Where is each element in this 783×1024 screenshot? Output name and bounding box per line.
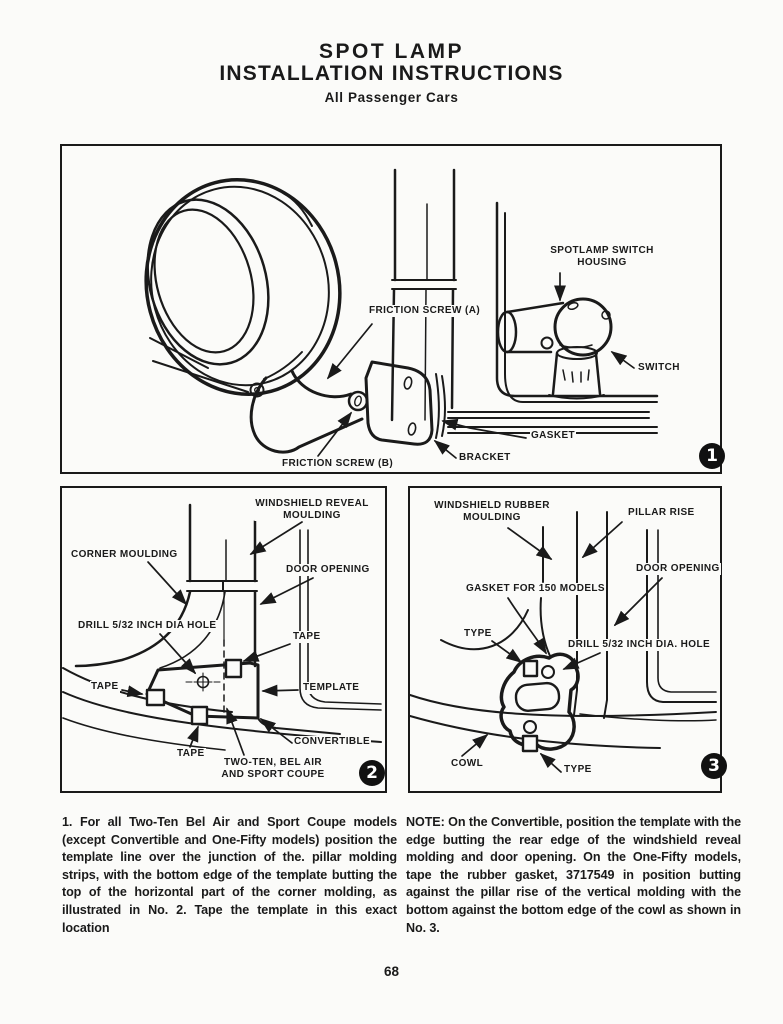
figure-callout-label: BRACKET [458,452,512,464]
instruction-paragraph-right: NOTE: On the Convertible, position the t… [406,815,741,935]
figure-callout-label: DOOR OPENING [635,563,721,575]
figure-2-frame [60,486,387,793]
figure-3-frame [408,486,722,793]
figure-callout-label: CONVERTIBLE [293,736,372,748]
figure-3-badge: 3 [701,753,727,779]
figure-callout-label: DOOR OPENING [285,564,371,576]
figure-callout-label: SWITCH [637,362,681,374]
page-title-line2: INSTALLATION INSTRUCTIONS [219,62,564,85]
figure-1-badge: 1 [699,443,725,469]
page-number: 68 [383,964,400,979]
figure-callout-label: GASKET FOR 150 MODELS [465,583,606,595]
figure-callout-label: TYPE [463,628,493,640]
figure-callout-label: DRILL 5/32 INCH DIA. HOLE [567,639,712,651]
figure-callout-label: DRILL 5/32 INCH DIA HOLE [77,620,218,632]
figure-1-frame [60,144,722,474]
figure-callout-label: GASKET [530,430,577,442]
figure-callout-label: CORNER MOULDING [70,549,179,561]
figure-callout-label: PILLAR RISE [627,507,696,519]
instruction-paragraph-left: 1. For all Two-Ten Bel Air and Sport Cou… [62,815,397,935]
figure-callout-label: FRICTION SCREW (A) [368,305,482,317]
figure-callout-label: TAPE [292,631,322,643]
figure-callout-label: TAPE [176,748,206,760]
figure-callout-label: TAPE [90,681,120,693]
figure-callout-label: FRICTION SCREW (B) [281,458,395,470]
page-subtitle: All Passenger Cars [324,90,459,105]
figure-callout-label: TYPE [563,764,593,776]
figure-2-badge: 2 [359,760,385,786]
page-title-line1: SPOT LAMP [318,40,464,63]
figure-callout-label: COWL [450,758,485,770]
figure-callout-label: TEMPLATE [302,682,361,694]
